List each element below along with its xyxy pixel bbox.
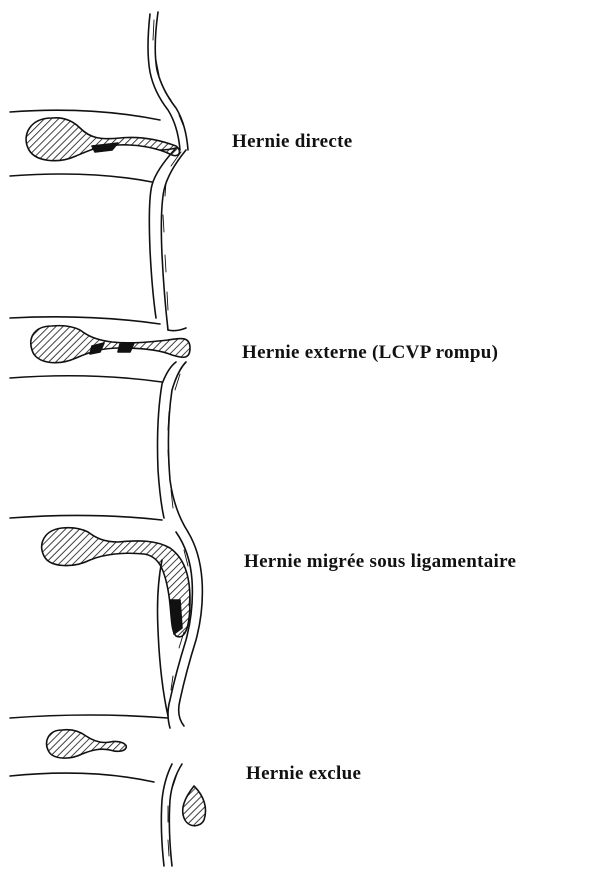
label-hernie-exclue: Hernie exclue (246, 763, 361, 785)
label-hernie-externe: Hernie externe (LCVP rompu) (242, 342, 498, 364)
hernia-external-shape (31, 326, 190, 363)
vertebral-plate-2 (10, 362, 188, 532)
label-hernie-migree: Hernie migrée sous ligamentaire (244, 551, 516, 573)
label-hernie-directe: Hernie directe (232, 131, 352, 153)
ligament-segment-top (148, 12, 188, 150)
vertebral-plate-3 (10, 764, 182, 866)
hernia-migrated-shape (42, 528, 190, 637)
hernia-direct-shape (26, 118, 179, 161)
